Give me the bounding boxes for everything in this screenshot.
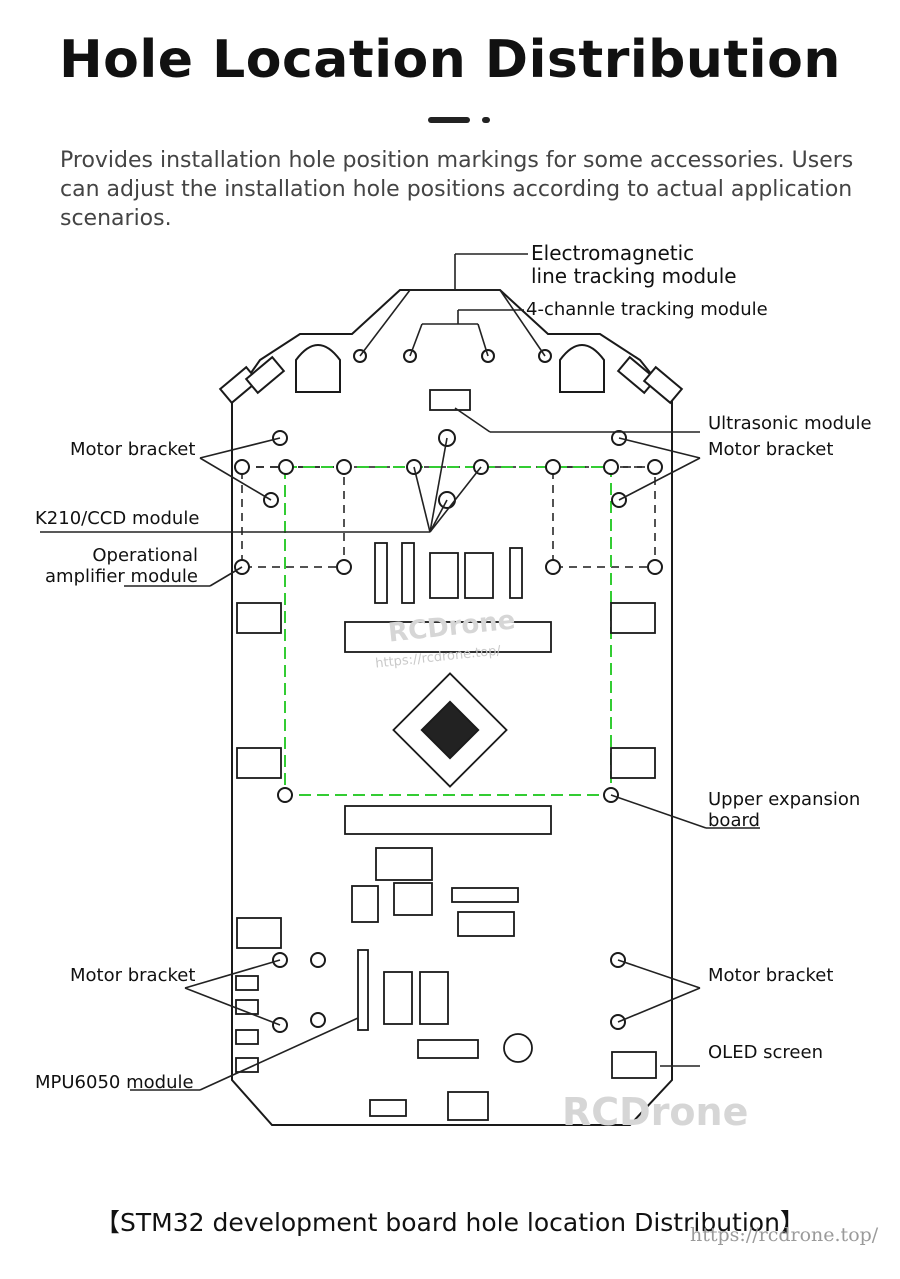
label-oled: OLED screen [708, 1042, 823, 1063]
label-motor-bracket-bl: Motor bracket [70, 965, 196, 986]
description: Provides installation hole position mark… [60, 148, 854, 231]
header-top [344, 621, 552, 653]
dashed-zone-left [241, 466, 345, 568]
label-upper-expansion: Upper expansion board [708, 789, 861, 831]
label-electromagnetic: Electromagnetic line tracking module [531, 241, 737, 288]
label-opamp: Operational amplifier module [45, 545, 198, 587]
sensor-left [295, 344, 341, 393]
figure-caption: 【STM32 development board hole location D… [95, 1208, 805, 1237]
dashed-zone-right [552, 466, 656, 568]
page-title: Hole Location Distribution [59, 30, 841, 90]
sensor-right [559, 344, 605, 393]
label-motor-bracket-tl: Motor bracket [70, 439, 196, 460]
header-bottom [344, 805, 552, 835]
label-mpu6050: MPU6050 module [35, 1072, 194, 1093]
label-motor-bracket-br: Motor bracket [708, 965, 834, 986]
label-ultrasonic: Ultrasonic module [708, 413, 872, 434]
label-k210: K210/CCD module [35, 508, 200, 529]
footer-url: https://rcdrone.top/ [690, 1224, 879, 1246]
watermark-brand-bottom: RCDrone [562, 1090, 749, 1134]
label-motor-bracket-tr: Motor bracket [708, 439, 834, 460]
label-four-channel: 4-channle tracking module [526, 299, 768, 320]
